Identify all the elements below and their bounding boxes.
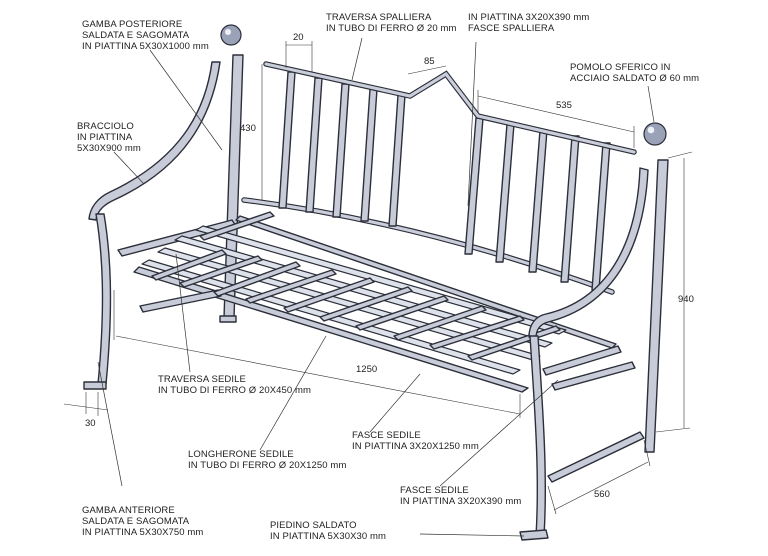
svg-text:IN TUBO DI FERRO Ø 20X1250 mm: IN TUBO DI FERRO Ø 20X1250 mm xyxy=(188,460,346,471)
svg-text:LONGHERONE SEDILE: LONGHERONE SEDILE xyxy=(188,449,294,460)
label-fasce-spalliera: IN PIATTINA 3X20X390 mm FASCE SPALLIERA xyxy=(468,12,589,34)
svg-text:IN PIATTINA 5X30X1000 mm: IN PIATTINA 5X30X1000 mm xyxy=(82,41,209,52)
backrest-bottom-rail xyxy=(241,197,615,295)
dim-560: 560 xyxy=(594,489,610,500)
svg-text:IN TUBO DI FERRO Ø 20 mm: IN TUBO DI FERRO Ø 20 mm xyxy=(326,23,457,34)
label-longherone-sedile: LONGHERONE SEDILE IN TUBO DI FERRO Ø 20X… xyxy=(188,449,346,471)
svg-text:5X30X900 mm: 5X30X900 mm xyxy=(77,143,141,154)
svg-text:IN PIATTINA: IN PIATTINA xyxy=(77,132,133,143)
svg-text:FASCE SEDILE: FASCE SEDILE xyxy=(400,485,469,496)
svg-text:IN PIATTINA 3X20X390 mm: IN PIATTINA 3X20X390 mm xyxy=(468,12,589,23)
dim-940: 940 xyxy=(678,294,694,305)
dim-1250: 1250 xyxy=(356,364,377,375)
seat-front-rail xyxy=(133,266,529,393)
svg-text:SALDATA E SAGOMATA: SALDATA E SAGOMATA xyxy=(82,30,190,41)
svg-text:IN PIATTINA 5X30X750 mm: IN PIATTINA 5X30X750 mm xyxy=(82,527,203,538)
dim-85: 85 xyxy=(424,56,435,67)
label-bracciolo: BRACCIOLO IN PIATTINA 5X30X900 mm xyxy=(77,121,141,154)
seat-short-slats xyxy=(151,211,561,361)
dim-30: 30 xyxy=(85,418,96,429)
right-lower-stretcher xyxy=(547,431,645,483)
label-pomolo: POMOLO SFERICO IN ACCIAIO SALDATO Ø 60 m… xyxy=(570,62,699,84)
svg-text:GAMBA POSTERIORE: GAMBA POSTERIORE xyxy=(82,19,182,30)
svg-text:SALDATA E SAGOMATA: SALDATA E SAGOMATA xyxy=(82,516,190,527)
dimension-lines xyxy=(63,41,693,515)
svg-text:BRACCIOLO: BRACCIOLO xyxy=(77,121,134,132)
seat-right-crossbar xyxy=(551,361,636,391)
dim-20: 20 xyxy=(293,32,304,43)
dim-535: 535 xyxy=(556,100,572,111)
svg-text:IN PIATTINA 3X20X1250 mm: IN PIATTINA 3X20X1250 mm xyxy=(352,441,479,452)
svg-text:IN PIATTINA 3X20X390 mm: IN PIATTINA 3X20X390 mm xyxy=(400,496,521,507)
svg-text:TRAVERSA SEDILE: TRAVERSA SEDILE xyxy=(158,374,246,385)
label-gamba-anteriore: GAMBA ANTERIORE SALDATA E SAGOMATA IN PI… xyxy=(82,505,203,538)
svg-text:ACCIAIO SALDATO Ø 60 mm: ACCIAIO SALDATO Ø 60 mm xyxy=(570,73,699,84)
leader-lines xyxy=(97,37,655,537)
seat-rear-rail xyxy=(235,215,617,349)
label-piedino: PIEDINO SALDATO IN PIATTINA 5X30X30 mm xyxy=(270,520,386,542)
svg-text:FASCE SEDILE: FASCE SEDILE xyxy=(352,430,421,441)
svg-text:GAMBA ANTERIORE: GAMBA ANTERIORE xyxy=(82,505,175,516)
label-fasce-sedile-short: FASCE SEDILE IN PIATTINA 3X20X390 mm xyxy=(400,485,521,507)
seat-left-lower-bar xyxy=(139,289,222,313)
svg-text:TRAVERSA SPALLIERA: TRAVERSA SPALLIERA xyxy=(326,12,432,23)
label-fasce-sedile-long: FASCE SEDILE IN PIATTINA 3X20X1250 mm xyxy=(352,430,479,452)
svg-text:POMOLO SFERICO IN: POMOLO SFERICO IN xyxy=(570,62,670,73)
right-armrest-leg xyxy=(519,122,669,541)
dim-430: 430 xyxy=(240,123,256,134)
left-sphere-knob xyxy=(220,24,242,46)
svg-text:IN PIATTINA 5X30X30 mm: IN PIATTINA 5X30X30 mm xyxy=(270,531,386,542)
label-traversa-spalliera: TRAVERSA SPALLIERA IN TUBO DI FERRO Ø 20… xyxy=(326,12,457,34)
left-armrest-leg xyxy=(83,61,221,390)
svg-text:IN TUBO DI FERRO Ø 20X450 mm: IN TUBO DI FERRO Ø 20X450 mm xyxy=(158,385,311,396)
rear-left-leg xyxy=(219,24,244,323)
right-sphere-knob xyxy=(643,122,667,146)
svg-text:PIEDINO SALDATO: PIEDINO SALDATO xyxy=(270,520,357,531)
label-gamba-posteriore: GAMBA POSTERIORE SALDATA E SAGOMATA IN P… xyxy=(82,19,209,52)
label-traversa-sedile: TRAVERSA SEDILE IN TUBO DI FERRO Ø 20X45… xyxy=(158,374,311,396)
svg-text:FASCE SPALLIERA: FASCE SPALLIERA xyxy=(468,23,555,34)
